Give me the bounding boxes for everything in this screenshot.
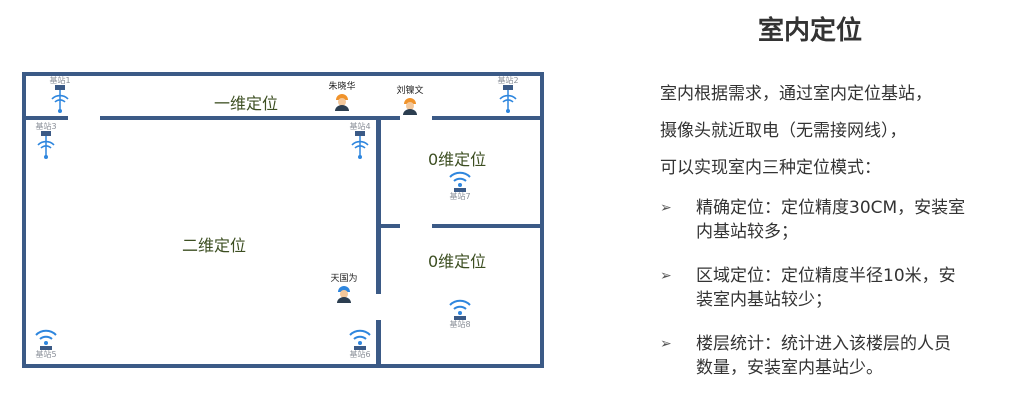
- station-label: 基站4: [349, 122, 371, 131]
- mode-line: 数量，安装室内基站少。: [696, 358, 883, 378]
- wall-top: [22, 72, 544, 76]
- station-3: 基站3: [26, 122, 66, 161]
- station-6: 基站6: [340, 326, 380, 359]
- person-1: 朱晓华: [318, 82, 366, 111]
- intro-text: 室内根据需求，通过室内定位基站， 摄像头就近取电（无需接网线）， 可以实现室内三…: [660, 76, 1010, 187]
- partition-horizontal-left: [376, 224, 400, 228]
- arrow-bullet-icon: ➢: [660, 268, 672, 284]
- wifi-station-icon: [51, 85, 69, 113]
- worker-helmet-icon: [335, 94, 349, 111]
- worker-helmet-icon: [337, 286, 351, 303]
- wall-bottom: [22, 364, 544, 368]
- partition-horizontal-right: [432, 224, 544, 228]
- wifi-station-icon: [499, 85, 517, 113]
- room-label-right-bottom: 0维定位: [428, 252, 487, 271]
- wifi-station-icon: [37, 131, 55, 159]
- person-name: 刘镍文: [396, 86, 424, 96]
- wifi-icon: [35, 329, 57, 350]
- station-8: 基站8: [440, 296, 480, 329]
- floor-plan: 一维定位 二维定位 0维定位 0维定位 基站1 基站2 基站3: [22, 72, 544, 368]
- partition-vertical-top: [376, 116, 381, 294]
- station-5: 基站5: [26, 326, 66, 359]
- mode-line: 内基站较多；: [696, 222, 798, 242]
- arrow-bullet-icon: ➢: [660, 336, 672, 352]
- room-label-corridor: 一维定位: [214, 94, 279, 113]
- mode-line: 区域定位：定位精度半径10米，安: [696, 266, 956, 286]
- station-label: 基站8: [449, 320, 471, 329]
- corridor-wall-mid: [100, 116, 400, 120]
- person-2: 刘镍文: [386, 86, 434, 115]
- station-4: 基站4: [340, 122, 380, 161]
- page-title: 室内定位: [757, 16, 862, 46]
- wifi-icon: [449, 171, 471, 192]
- station-label: 基站1: [49, 76, 71, 85]
- person-name: 天国为: [330, 274, 358, 284]
- station-label: 基站6: [349, 350, 371, 359]
- wall-right: [540, 72, 544, 368]
- wall-left: [22, 72, 26, 368]
- person-name: 朱晓华: [328, 82, 356, 92]
- station-label: 基站2: [497, 76, 519, 85]
- mode-line: 装室内基站较少；: [696, 290, 832, 310]
- worker-helmet-icon: [403, 98, 417, 115]
- station-label: 基站7: [449, 192, 471, 201]
- room-label-right-top: 0维定位: [428, 150, 487, 169]
- wifi-icon: [449, 299, 471, 320]
- partition-vertical-bottom: [376, 320, 381, 368]
- station-2: 基站2: [488, 76, 528, 115]
- corridor-wall-right: [432, 116, 544, 120]
- station-7: 基站7: [440, 168, 480, 201]
- intro-line: 室内根据需求，通过室内定位基站，: [660, 84, 932, 104]
- mode-line: 楼层统计：统计进入该楼层的人员: [696, 334, 951, 354]
- room-label-main: 二维定位: [182, 236, 247, 255]
- wifi-station-icon: [351, 131, 369, 159]
- arrow-bullet-icon: ➢: [660, 200, 672, 216]
- mode-line: 精确定位：定位精度30CM，安装室: [696, 198, 966, 218]
- station-1: 基站1: [40, 76, 80, 115]
- station-label: 基站5: [35, 350, 57, 359]
- intro-line: 摄像头就近取电（无需接网线），: [660, 121, 907, 141]
- wifi-icon: [349, 329, 371, 350]
- person-3: 天国为: [320, 274, 368, 303]
- intro-line: 可以实现室内三种定位模式：: [660, 158, 881, 178]
- corridor-wall-left: [22, 116, 68, 120]
- station-label: 基站3: [35, 122, 57, 131]
